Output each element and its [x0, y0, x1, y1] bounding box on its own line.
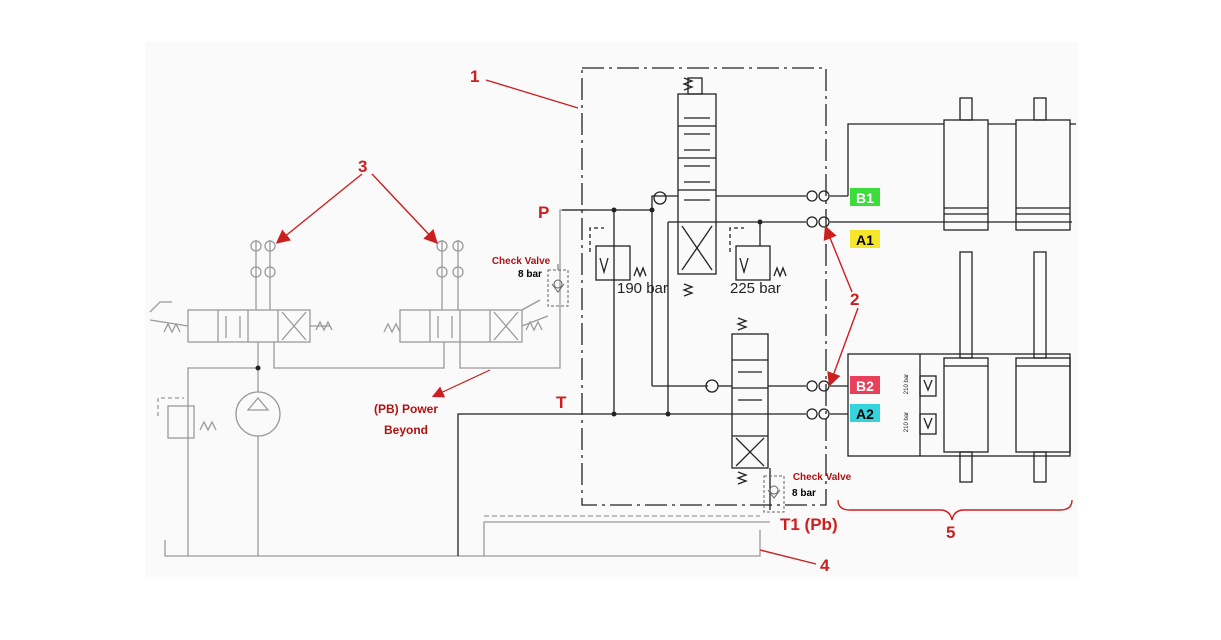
callout-2-arrow-top: [823, 225, 853, 293]
B2-tag-bg: [850, 376, 880, 394]
callout-4-leader: [759, 549, 817, 565]
A1-tag-bg: [850, 230, 880, 248]
port-T1-label: T1 (Pb): [780, 515, 838, 534]
port-A1-label: A1: [856, 232, 874, 248]
callout-3: 3: [358, 157, 367, 176]
cylinders: [847, 97, 1076, 483]
cyl-relief-top-label: 210 bar: [904, 374, 910, 394]
cylinders-brace: [837, 499, 1073, 521]
port-A2-label: A2: [856, 406, 874, 422]
check-valve-top-symbol: [547, 264, 569, 307]
B1-tag-bg: [850, 188, 880, 206]
callout-2-arrow-bottom: [827, 307, 859, 387]
callout-5: 5: [946, 523, 955, 542]
main-valve-block: [457, 67, 848, 556]
callout-3-arrow-left: [275, 173, 363, 244]
power-beyond-line2: Beyond: [384, 423, 428, 437]
faded-left-circuit: [149, 209, 770, 557]
callout-1: 1: [470, 67, 479, 86]
callout-4: 4: [820, 556, 830, 575]
check-valve-bottom-symbol: [763, 475, 785, 513]
check-valve-bottom-title: Check Valve: [793, 472, 852, 483]
A2-tag-bg: [850, 404, 880, 422]
check-valve-top-title: Check Valve: [492, 256, 551, 267]
callout-2: 2: [850, 290, 859, 309]
port-T-label: T: [556, 393, 567, 412]
relief-190-label: 190 bar: [617, 280, 668, 297]
check-valve-bottom-value: 8 bar: [792, 488, 816, 499]
power-beyond-arrow: [431, 369, 491, 398]
callout-1-leader: [485, 79, 579, 109]
port-B1-label: B1: [856, 190, 874, 206]
callout-3-arrow-right: [371, 173, 438, 245]
check-valve-top-value: 8 bar: [518, 269, 542, 280]
port-B2-label: B2: [856, 378, 874, 394]
port-P-label: P: [538, 203, 549, 222]
power-beyond-line1: (PB) Power: [374, 402, 438, 416]
cyl-relief-bottom-label: 210 bar: [904, 412, 910, 432]
relief-225-label: 225 bar: [730, 280, 781, 297]
